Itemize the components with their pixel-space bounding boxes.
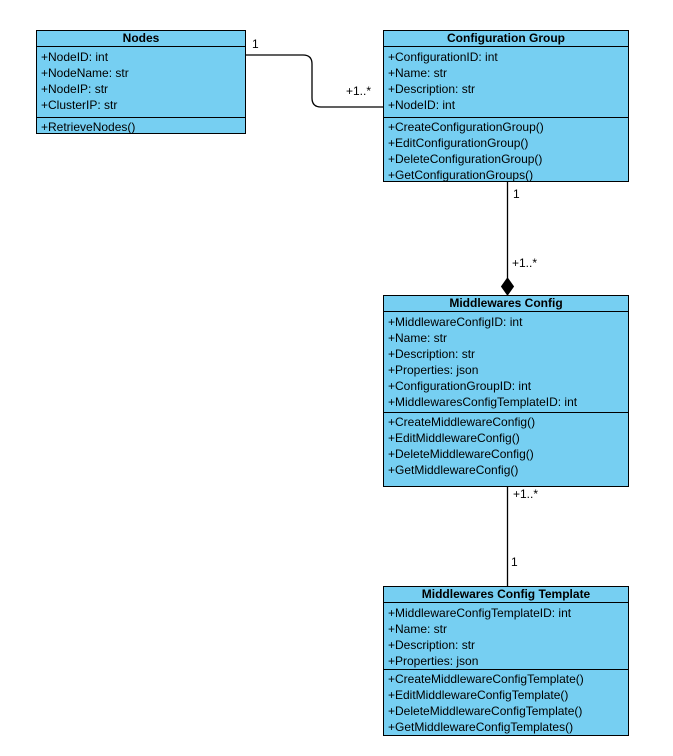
method: +EditConfigurationGroup() bbox=[388, 136, 529, 150]
attribute: +ConfigurationID: int bbox=[388, 50, 498, 64]
attribute: +Description: str bbox=[388, 638, 476, 652]
attribute: +MiddlewaresConfigTemplateID: int bbox=[388, 395, 578, 409]
method: +CreateMiddlewareConfigTemplate() bbox=[388, 672, 584, 686]
method: +CreateMiddlewareConfig() bbox=[388, 415, 536, 429]
method: +DeleteConfigurationGroup() bbox=[388, 152, 543, 166]
method: +GetMiddlewareConfig() bbox=[388, 463, 519, 477]
multiplicity-configgroup-bottom: 1 bbox=[513, 187, 520, 201]
class-configuration-group-methods: +CreateConfigurationGroup() +EditConfigu… bbox=[384, 118, 628, 181]
attribute: +Name: str bbox=[388, 66, 448, 80]
method: +DeleteMiddlewareConfig() bbox=[388, 447, 534, 461]
attribute: +Description: str bbox=[388, 347, 476, 361]
class-middlewares-config-template-title: Middlewares Config Template bbox=[384, 587, 628, 603]
attribute: +ConfigurationGroupID: int bbox=[388, 379, 532, 393]
method: +EditMiddlewareConfig() bbox=[388, 431, 520, 445]
attribute: +Description: str bbox=[388, 82, 476, 96]
attribute: +NodeIP: str bbox=[41, 82, 109, 96]
class-middlewares-config-template-attributes: +MiddlewareConfigTemplateID: int +Name: … bbox=[384, 603, 628, 670]
class-middlewares-config-template-methods: +CreateMiddlewareConfigTemplate() +EditM… bbox=[384, 670, 628, 735]
attribute: +NodeID: int bbox=[41, 50, 109, 64]
class-nodes[interactable]: Nodes +NodeID: int +NodeName: str +NodeI… bbox=[36, 30, 246, 134]
multiplicity-template-top: 1 bbox=[511, 555, 518, 569]
attribute: +Properties: json bbox=[388, 654, 479, 668]
attribute: +MiddlewareConfigTemplateID: int bbox=[388, 606, 572, 620]
class-nodes-methods: +RetrieveNodes() bbox=[37, 118, 245, 133]
class-middlewares-config-methods: +CreateMiddlewareConfig() +EditMiddlewar… bbox=[384, 413, 628, 486]
method: +CreateConfigurationGroup() bbox=[388, 120, 544, 134]
class-middlewares-config-attributes: +MiddlewareConfigID: int +Name: str +Des… bbox=[384, 312, 628, 413]
attribute: +NodeName: str bbox=[41, 66, 129, 80]
multiplicity-configgroup-end: +1..* bbox=[346, 84, 372, 98]
attribute: +MiddlewareConfigID: int bbox=[388, 315, 523, 329]
class-configuration-group-title: Configuration Group bbox=[384, 31, 628, 47]
method: +RetrieveNodes() bbox=[41, 120, 136, 133]
class-configuration-group[interactable]: Configuration Group +ConfigurationID: in… bbox=[383, 30, 629, 182]
attribute: +Name: str bbox=[388, 622, 448, 636]
association-line-nodes-to-configuration-group[interactable] bbox=[246, 54, 383, 108]
attribute: +NodeID: int bbox=[388, 98, 456, 112]
method: +DeleteMiddlewareConfigTemplate() bbox=[388, 704, 583, 718]
attribute: +Name: str bbox=[388, 331, 448, 345]
multiplicity-nodes-end: 1 bbox=[252, 37, 259, 51]
attribute: +ClusterIP: str bbox=[41, 98, 118, 112]
multiplicity-middlewaresconfig-bottom: +1..* bbox=[513, 487, 539, 501]
attribute: +Properties: json bbox=[388, 363, 479, 377]
class-configuration-group-attributes: +ConfigurationID: int +Name: str +Descri… bbox=[384, 47, 628, 118]
class-middlewares-config-template[interactable]: Middlewares Config Template +MiddlewareC… bbox=[383, 586, 629, 736]
class-nodes-attributes: +NodeID: int +NodeName: str +NodeIP: str… bbox=[37, 47, 245, 118]
composition-diamond-icon bbox=[500, 277, 515, 296]
method: +GetMiddlewareConfigTemplates() bbox=[388, 720, 574, 734]
multiplicity-middlewaresconfig-top: +1..* bbox=[512, 256, 538, 270]
class-nodes-title: Nodes bbox=[37, 31, 245, 47]
class-middlewares-config-title: Middlewares Config bbox=[384, 296, 628, 312]
method: +EditMiddlewareConfigTemplate() bbox=[388, 688, 569, 702]
class-middlewares-config[interactable]: Middlewares Config +MiddlewareConfigID: … bbox=[383, 295, 629, 487]
method: +GetConfigurationGroups() bbox=[388, 168, 534, 181]
